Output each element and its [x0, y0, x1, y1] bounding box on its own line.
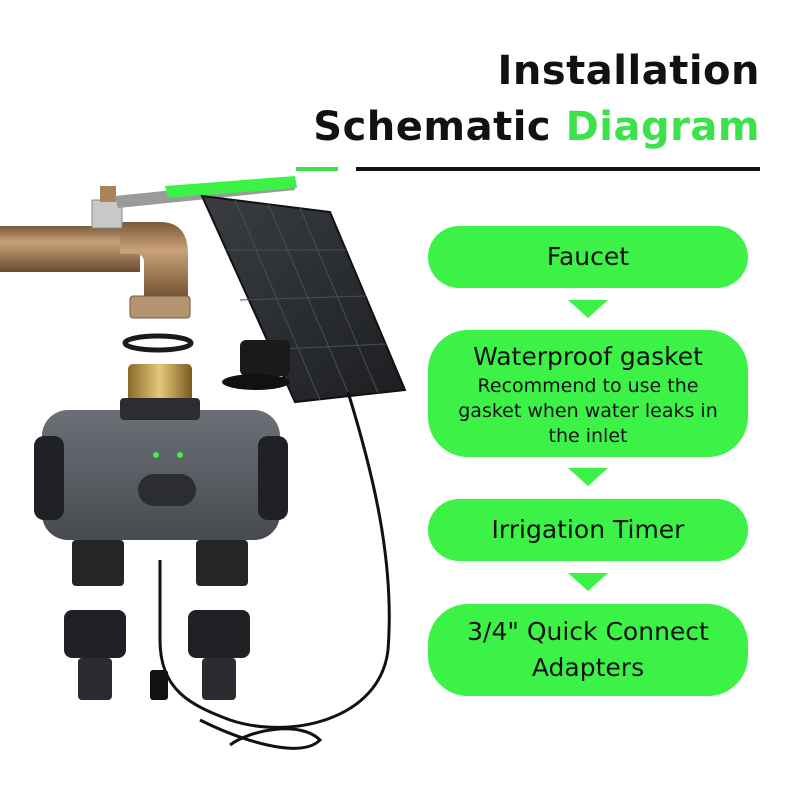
title-accent: Diagram — [565, 104, 760, 150]
cable-icon — [158, 391, 391, 729]
title-line1: Installation — [497, 48, 760, 94]
step-timer: Irrigation Timer — [428, 499, 748, 561]
step-adapters: 3/4" Quick Connect Adapters — [428, 604, 748, 696]
irrigation-timer-icon — [34, 398, 288, 586]
title-plain: Schematic — [313, 104, 552, 150]
arrow-down-icon — [568, 468, 608, 486]
step-title: Irrigation Timer — [491, 515, 685, 544]
step-title: Faucet — [546, 242, 630, 271]
gasket-icon — [122, 333, 194, 353]
step-title: Waterproof gasket — [473, 342, 703, 371]
step-gasket: Waterproof gasket Recommend to use the g… — [428, 330, 748, 457]
step-faucet: Faucet — [428, 226, 748, 288]
title-rule-accent — [296, 167, 338, 171]
title-line2: Schematic Diagram — [313, 104, 760, 150]
title-rule — [356, 167, 760, 171]
step-title: 3/4" Quick Connect Adapters — [467, 617, 709, 682]
solar-panel-icon — [200, 194, 407, 404]
step-note: Recommend to use the gasket when water l… — [458, 375, 718, 447]
arrow-down-icon — [568, 300, 608, 318]
quick-connect-adapter-icon — [64, 610, 250, 700]
faucet-icon — [0, 176, 297, 319]
arrow-down-icon — [568, 573, 608, 591]
